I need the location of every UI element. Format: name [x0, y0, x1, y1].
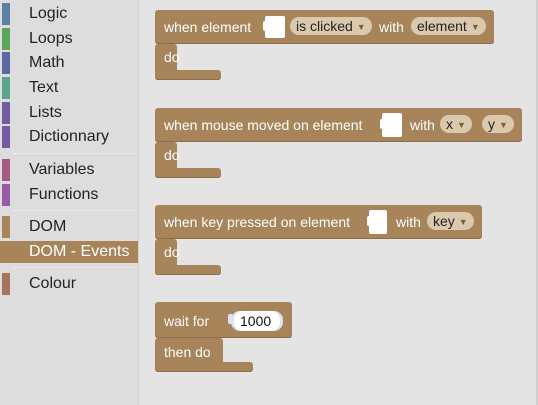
block-do-arm: [155, 338, 223, 366]
do-notch: [191, 44, 205, 50]
with-label: with: [396, 214, 421, 230]
category-color: [2, 184, 10, 206]
block-bottom: [155, 168, 221, 178]
event-dropdown[interactable]: is clicked▼: [290, 17, 372, 35]
category-dom-events[interactable]: DOM - Events: [0, 241, 138, 263]
toolbox-separator: [12, 210, 138, 211]
toolbox: Logic Loops Math Text Lists Dictionnary …: [0, 0, 139, 405]
value-slot-tab: [228, 314, 233, 324]
with-label: with: [410, 117, 435, 133]
category-color: [2, 52, 10, 74]
then-do-label: then do: [164, 344, 211, 360]
category-label: Math: [29, 54, 65, 71]
category-color: [2, 102, 10, 124]
category-label: Loops: [29, 30, 73, 47]
do-label: do: [164, 49, 180, 65]
when-element-label: when element: [164, 19, 252, 35]
category-text[interactable]: Text: [0, 77, 138, 99]
category-label: DOM - Events: [29, 243, 130, 260]
wait-for-label: wait for: [164, 313, 210, 329]
category-colour[interactable]: Colour: [0, 273, 138, 295]
category-dom[interactable]: DOM: [0, 216, 138, 238]
slot-tab: [263, 21, 268, 31]
dropdown-arrow-icon: ▼: [458, 217, 468, 227]
do-notch: [191, 239, 205, 245]
category-color: [2, 3, 10, 25]
category-label: Dictionnary: [29, 128, 110, 145]
category-label: Colour: [29, 275, 77, 292]
workspace[interactable]: when element is clicked▼ with element▼ d…: [139, 0, 538, 405]
do-notch: [191, 142, 205, 148]
dropdown-arrow-icon: ▼: [470, 22, 480, 32]
category-variables[interactable]: Variables: [0, 159, 138, 181]
category-color: [2, 126, 10, 148]
element-input-slot[interactable]: [382, 113, 402, 137]
category-color: [2, 28, 10, 50]
category-lists[interactable]: Lists: [0, 102, 138, 124]
element-param-dropdown[interactable]: element▼: [411, 17, 486, 35]
category-color: [2, 77, 10, 99]
block-bottom: [155, 265, 221, 275]
category-label: DOM: [29, 218, 67, 235]
category-functions[interactable]: Functions: [0, 184, 138, 206]
category-label: Lists: [29, 104, 62, 121]
dropdown-arrow-icon: ▼: [499, 120, 508, 130]
x-param-value: x: [446, 116, 453, 132]
slot-tab: [367, 216, 372, 226]
y-param-dropdown[interactable]: y▼: [482, 115, 514, 133]
block-bottom: [155, 70, 221, 80]
dropdown-arrow-icon: ▼: [457, 120, 466, 130]
block-do-arm: [155, 142, 177, 176]
toolbox-separator: [12, 153, 138, 154]
category-color: [2, 273, 10, 295]
wait-duration-value[interactable]: 1000: [234, 311, 280, 331]
block-bottom: [155, 362, 253, 372]
block-do-arm: [155, 44, 177, 78]
category-logic[interactable]: Logic: [0, 3, 138, 25]
when-mouse-moved-label: when mouse moved on element: [164, 117, 363, 133]
category-color: [2, 241, 10, 263]
category-math[interactable]: Math: [0, 52, 138, 74]
y-param-value: y: [488, 116, 495, 132]
key-param-value: key: [433, 213, 455, 229]
element-input-slot[interactable]: [369, 210, 387, 234]
do-label: do: [164, 244, 180, 260]
do-label: do: [164, 147, 180, 163]
event-dropdown-value: is clicked: [296, 18, 353, 34]
block-do-arm: [155, 239, 177, 273]
with-label: with: [379, 19, 404, 35]
x-param-dropdown[interactable]: x▼: [440, 115, 472, 133]
element-param-value: element: [417, 18, 467, 34]
category-label: Functions: [29, 186, 99, 203]
element-input-slot[interactable]: [265, 16, 285, 38]
category-color: [2, 159, 10, 181]
category-color: [2, 216, 10, 238]
category-dictionnary[interactable]: Dictionnary: [0, 126, 138, 148]
dropdown-arrow-icon: ▼: [356, 22, 366, 32]
category-label: Logic: [29, 5, 68, 22]
category-loops[interactable]: Loops: [0, 28, 138, 50]
key-param-dropdown[interactable]: key▼: [427, 212, 474, 230]
vertical-scrollbar[interactable]: [536, 0, 538, 405]
toolbox-separator: [12, 267, 138, 268]
category-label: Variables: [29, 161, 95, 178]
slot-tab: [380, 119, 385, 129]
when-key-pressed-label: when key pressed on element: [164, 214, 350, 230]
do-notch: [237, 338, 251, 344]
category-label: Text: [29, 79, 59, 96]
